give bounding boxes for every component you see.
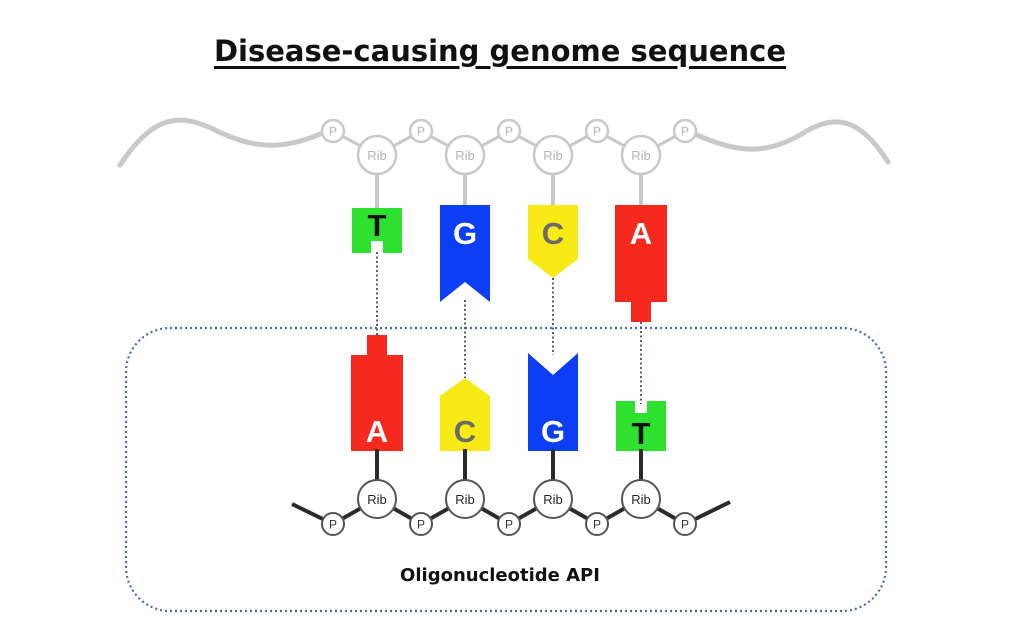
genome-phosphate: [496, 118, 522, 144]
oligo-base-letter: C: [454, 414, 476, 449]
genome-phosphate-label: P: [417, 125, 425, 139]
oligo-ribose: [357, 479, 397, 519]
genome-phosphate-label: P: [593, 125, 601, 139]
genome-phosphate-label: P: [329, 125, 337, 139]
oligo-ribose-label: Rib: [367, 492, 387, 507]
api-boundary-box: [124, 326, 888, 613]
genome-phosphate: [320, 118, 346, 144]
genome-base-letter: A: [630, 216, 652, 251]
genome-ribose: [356, 134, 398, 176]
oligo-phosphate: [585, 512, 609, 536]
genome-phosphate-label: P: [681, 125, 689, 139]
oligo-ribose-label: Rib: [543, 492, 563, 507]
genome-strand: P P P P P Rib Rib Rib Rib: [117, 117, 891, 210]
oligo-base-G: [528, 353, 578, 451]
oligo-phosphate-label: P: [681, 518, 689, 532]
genome-backbone-left: [117, 117, 328, 168]
genome-base-letter: T: [368, 208, 387, 243]
oligo-phosphate: [673, 512, 697, 536]
oligo-phosphate-label: P: [417, 518, 425, 532]
genome-ribose-label: Rib: [543, 148, 563, 163]
oligo-phosphate: [497, 512, 521, 536]
oligo-base-letter: G: [541, 414, 565, 449]
genome-phosphate: [584, 118, 610, 144]
oligo-phosphate-label: P: [505, 518, 513, 532]
genome-base-letter: G: [453, 216, 477, 251]
oligo-ribose: [621, 479, 661, 519]
api-label: Oligonucleotide API: [400, 565, 600, 586]
oligo-phosphate-label: P: [329, 518, 337, 532]
genome-ribose: [620, 134, 662, 176]
genome-ribose: [532, 134, 574, 176]
oligo-base-T: [616, 401, 666, 451]
oligo-ribose-label: Rib: [455, 492, 475, 507]
genome-base-C: [528, 205, 578, 278]
genome-phosphate: [408, 118, 434, 144]
genome-base-A: [615, 205, 667, 322]
genome-ribose-label: Rib: [367, 148, 387, 163]
oligo-base-letter: T: [632, 416, 651, 451]
genome-phosphate-label: P: [505, 125, 513, 139]
genome-phosphate: [672, 118, 698, 144]
oligo-ribose: [445, 479, 485, 519]
oligo-phosphate-label: P: [593, 518, 601, 532]
base-pair-bonds: [376, 252, 642, 404]
diagram-title: Disease-causing genome sequence: [213, 34, 787, 68]
genome-ribose-label: Rib: [631, 148, 651, 163]
genome-ribose: [444, 134, 486, 176]
oligo-base-A: [351, 335, 403, 451]
oligo-strand: P P P P P Rib Rib Rib Rib: [291, 449, 731, 536]
oligo-phosphate: [321, 512, 345, 536]
genome-base-T: [352, 208, 402, 253]
genome-base-G: [440, 205, 490, 302]
oligo-ribose: [533, 479, 573, 519]
oligo-ribose-label: Rib: [631, 492, 651, 507]
genome-backbone-right: [687, 119, 891, 165]
oligo-base-letter: A: [366, 414, 388, 449]
genome-base-letter: C: [542, 216, 564, 251]
oligo-base-C: [440, 378, 490, 451]
genome-ribose-label: Rib: [455, 148, 475, 163]
oligo-phosphate: [409, 512, 433, 536]
